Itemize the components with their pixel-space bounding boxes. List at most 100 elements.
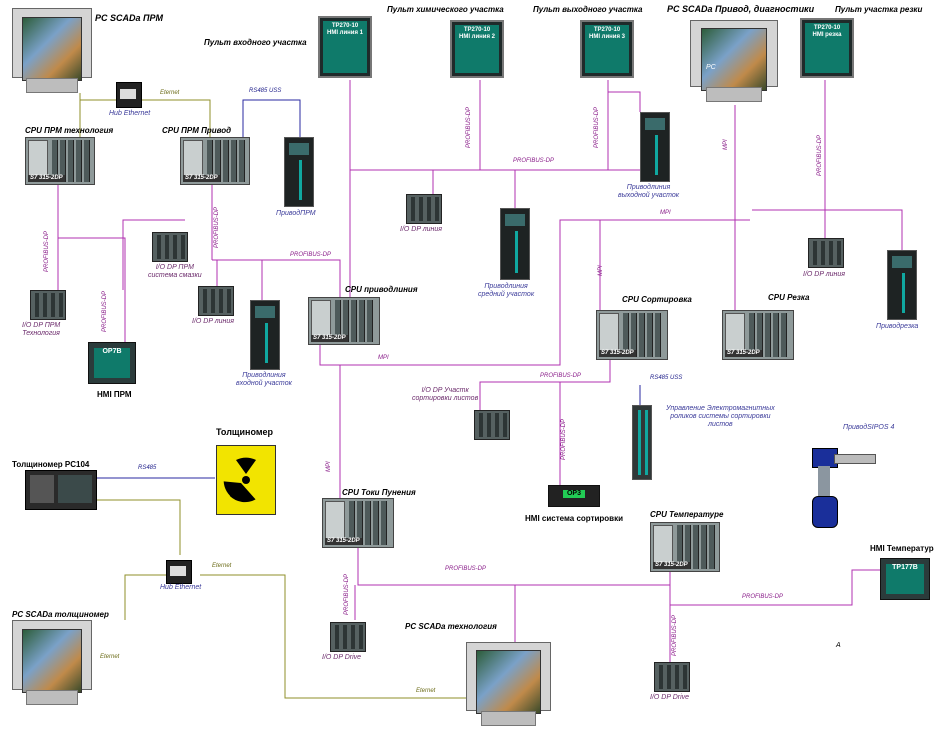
cpu-prm-drive-label: CPU ПРМ Привод	[162, 126, 232, 135]
drive-sipos-valve[interactable]	[812, 440, 876, 530]
plc-tag: S7 315-2DP	[311, 335, 348, 342]
drive-cut-label: Приводрезка	[876, 323, 919, 330]
drive-line-in[interactable]	[250, 300, 280, 370]
drive-electromagnetic-label: Управление Электромагнитных роликов сист…	[666, 405, 775, 428]
plc-cpu-prm-tech[interactable]: S7 315-2DP	[25, 137, 95, 185]
io-dp-drive-2[interactable]	[654, 662, 690, 692]
io-dp-prm-tech-label: I/O DP ПРМ Технология	[22, 322, 61, 337]
io-dp-prm-tech[interactable]	[30, 290, 66, 320]
hmi-panel-line1[interactable]: TP270-10 HMI линия 1	[318, 16, 372, 78]
io-dp-line-1[interactable]	[198, 286, 234, 316]
io-dp-sort[interactable]	[474, 410, 510, 440]
hub-ethernet-2[interactable]	[166, 560, 192, 584]
pc-scada-thickness-label: PC SCADa толщиномер	[12, 610, 109, 619]
hmi-panel-line2[interactable]: TP270-10 HMI линия 2	[450, 20, 504, 78]
io-dp-drive-1-label: I/O DP Drive	[322, 654, 362, 661]
op-sort[interactable]: OP3	[548, 485, 600, 507]
profibus-label-v4: PROFIBUS-DP	[466, 106, 472, 148]
plc-cpu-prm-drive[interactable]: S7 315-2DP	[180, 137, 250, 185]
hmi-panel-line3[interactable]: TP270-10 HMI линия 3	[580, 20, 634, 78]
io-dp-prm-systems-label: I/O DP ПРМ система смазки	[148, 264, 202, 279]
plc-cpu-line[interactable]: S7 315-2DP	[308, 297, 380, 345]
profibus-label-v8: PROFIBUS-DP	[344, 573, 350, 615]
plc-cpu-current[interactable]: S7 315-2DP	[322, 498, 394, 548]
thickness-title: Толщиномер	[216, 427, 274, 437]
pc-scada-drive-label: PC SCADa Привод, диагностики	[667, 4, 815, 14]
pc-scada-tech-label: PC SCADa технология	[405, 622, 497, 631]
plc-tag: S7 315-2DP	[183, 175, 220, 182]
hub2-label: Hub Ethernet	[160, 584, 202, 591]
hmi1-screen: TP270-10 HMI линия 1	[323, 21, 367, 73]
drive-cut[interactable]	[887, 250, 917, 320]
drive-sipos-label: ПриводSIPOS 4	[843, 424, 895, 431]
profibus-label-v9: PROFIBUS-DP	[672, 614, 678, 656]
drive-prm[interactable]	[284, 137, 314, 207]
op-prm-caption: HMI ПРМ	[97, 390, 132, 399]
mpi-label-4: MPI	[598, 265, 604, 276]
io-dp-line-2-label: I/O DP линия	[400, 226, 443, 233]
eth-label-1: Eternet	[160, 90, 180, 96]
io-dp-prm-systems[interactable]	[152, 232, 188, 262]
ethernet-lines	[79, 93, 470, 699]
drive-electromagnetic[interactable]	[632, 405, 652, 480]
profibus-label-v7: PROFIBUS-DP	[561, 418, 567, 460]
profibus-label-sort: PROFIBUS-DP	[540, 373, 582, 379]
profibus-label-bottom: PROFIBUS-DP	[445, 566, 487, 572]
plc-tag: S7 315-2DP	[725, 350, 762, 357]
hmi2-title: Пульт химического участка	[387, 5, 504, 14]
rs485uss-label-1: RS485 USS	[249, 88, 282, 94]
hmi4-screen: TP270-10 HMI резка	[805, 23, 849, 73]
eth-label-4: Eternet	[416, 688, 436, 694]
plc-tag: S7 315-2DP	[28, 175, 65, 182]
pc-scada-tech[interactable]	[466, 642, 551, 726]
pc-drive-screen-label: PC	[706, 64, 716, 71]
corner-mark: A	[836, 642, 841, 649]
cpu-temp-label: CPU Температуре	[650, 510, 724, 519]
profibus-label-v2: PROFIBUS-DP	[102, 290, 108, 332]
pc-scada-prm[interactable]	[12, 8, 92, 93]
pc-scada-thickness[interactable]	[12, 620, 92, 705]
cpu-current-label: CPU Токи Пунения	[342, 488, 416, 497]
rs485uss-label-2: RS485 USS	[650, 375, 683, 381]
plc-cpu-temp[interactable]: S7 315-2DP	[650, 522, 720, 572]
op-prm[interactable]: OP7B	[88, 342, 136, 384]
plc-cpu-cut[interactable]: S7 315-2DP	[722, 310, 794, 360]
hmi-panel-cut[interactable]: TP270-10 HMI резка	[800, 18, 854, 78]
profibus-label-v1: PROFIBUS-DP	[44, 230, 50, 272]
profibus-label-v5: PROFIBUS-DP	[594, 106, 600, 148]
pc104-label: Толщиномер PC104	[12, 460, 90, 469]
hmi2-screen: TP270-10 HMI линия 2	[455, 25, 499, 73]
rs485-label: RS485	[138, 465, 157, 471]
pc-scada-drive[interactable]	[690, 20, 778, 102]
op-temp-caption: HMI Температура	[870, 544, 934, 553]
pc-scada-prm-label: PC SCADa ПРМ	[95, 13, 163, 23]
eth-label-3: Eternet	[100, 654, 120, 660]
cpu-cut-label: CPU Резка	[768, 293, 810, 302]
plc-tag: S7 315-2DP	[599, 350, 636, 357]
hmi3-screen: TP270-10 HMI линия 3	[585, 25, 629, 73]
hmi4-title: Пульт участка резки	[835, 5, 923, 14]
profibus-label-v3: PROFIBUS-DP	[214, 206, 220, 248]
op-temp[interactable]: TP177B	[880, 558, 930, 600]
drive-line-mid-label: Приводлиния средний участок	[478, 283, 535, 298]
drive-line-out[interactable]	[640, 112, 670, 182]
io-dp-line-2[interactable]	[406, 194, 442, 224]
mpi-label-2: MPI	[660, 210, 671, 216]
plc-cpu-sort[interactable]: S7 315-2DP	[596, 310, 668, 360]
profibus-lines	[57, 80, 903, 665]
hub-ethernet-1[interactable]	[116, 82, 142, 108]
profibus-label-prm: PROFIBUS-DP	[290, 252, 332, 258]
hub1-label: Hub Ethernet	[109, 110, 151, 117]
plc-tag: S7 315-2DP	[653, 562, 690, 569]
io-dp-line-3[interactable]	[808, 238, 844, 268]
profibus-label-main: PROFIBUS-DP	[513, 158, 555, 164]
pc104-unit[interactable]	[25, 470, 97, 510]
io-dp-drive-1[interactable]	[330, 622, 366, 652]
drive-line-mid[interactable]	[500, 208, 530, 280]
mpi-label-3: MPI	[723, 139, 729, 150]
cpu-prm-tech-label: CPU ПРМ технология	[25, 126, 114, 135]
mpi-label-1: MPI	[378, 355, 389, 361]
drive-prm-label: ПриводПРМ	[276, 210, 316, 217]
io-dp-sort-label: I/O DP Участк сортировки листов	[412, 387, 479, 402]
